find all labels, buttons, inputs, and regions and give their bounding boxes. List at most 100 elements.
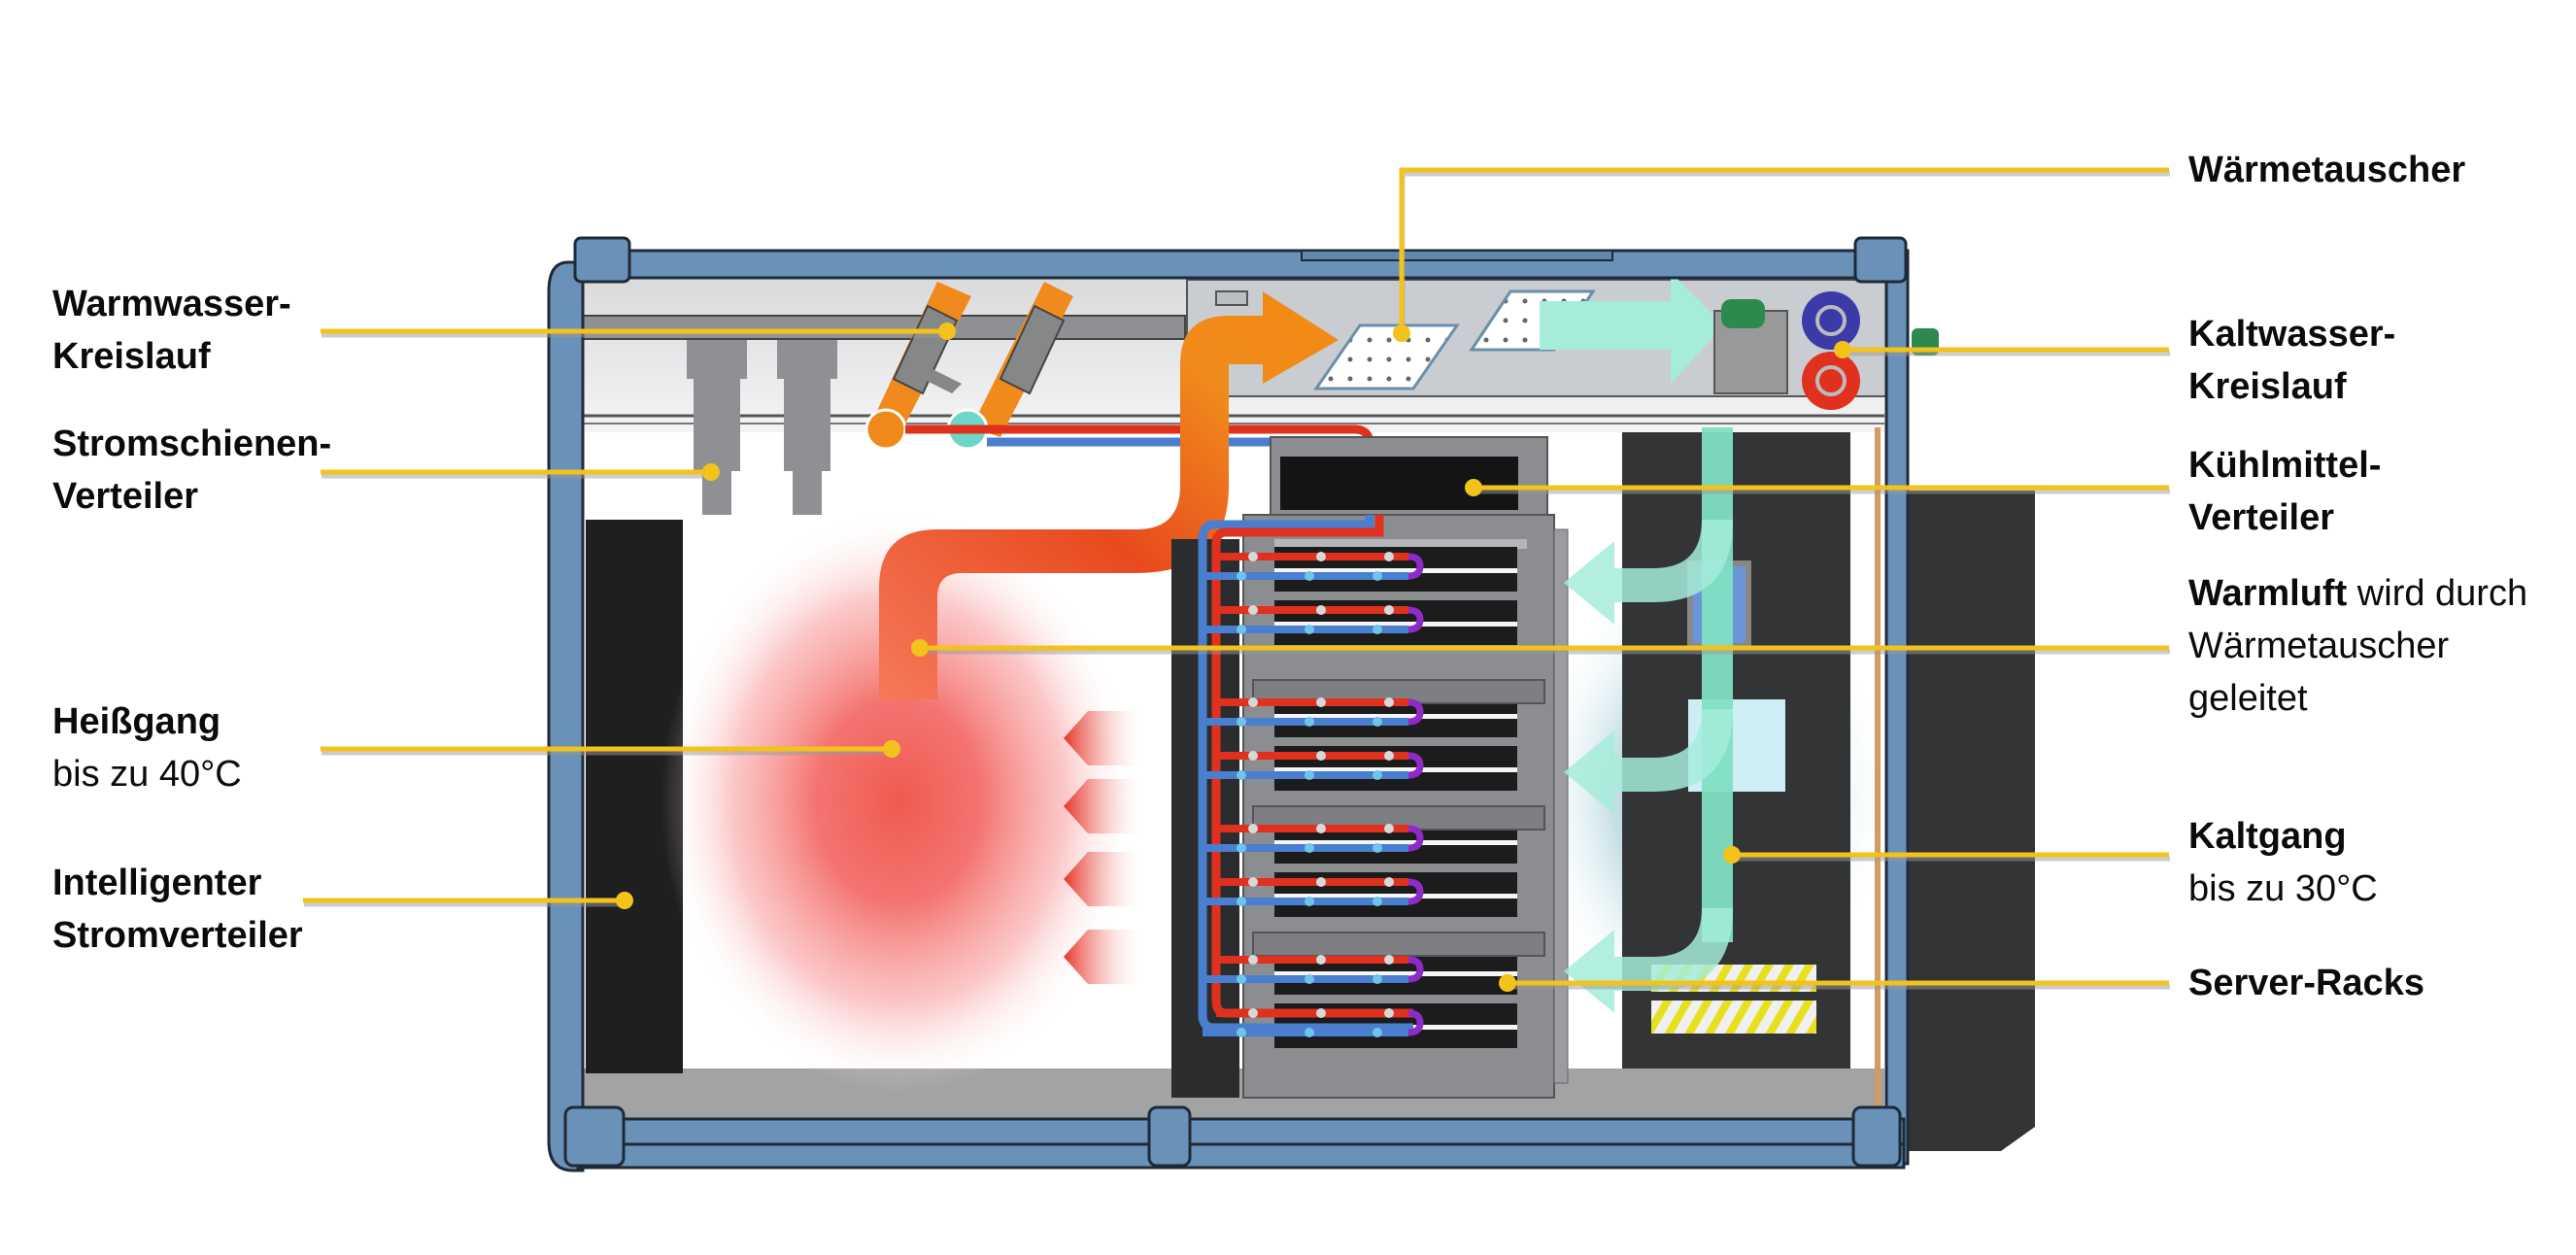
pipe-fitting [1316, 605, 1326, 615]
callout-dot [938, 322, 956, 340]
container-frame-top [576, 249, 1906, 280]
server-connector [1407, 878, 1424, 905]
callout-dot [1499, 974, 1516, 992]
pipe-fitting [1384, 955, 1394, 965]
server-connector [1407, 698, 1424, 726]
floor-vent-bottom [1651, 1001, 1816, 1034]
server-connector [1407, 553, 1424, 580]
callout-lines [303, 167, 2170, 992]
pipe-fitting [1384, 824, 1394, 833]
exterior-panel [1909, 491, 2035, 1151]
callout-serverracks [1499, 974, 2170, 992]
callout-warmluft [911, 639, 2170, 657]
callout-kaltgang [1723, 846, 2170, 864]
rack-cooling-pipes [1198, 515, 1424, 1037]
callout-dot [702, 463, 720, 481]
hot-air-arrows [1064, 711, 1146, 984]
pipe-fitting [1248, 877, 1258, 887]
pipe-fitting [1373, 974, 1382, 984]
callout-warmwasser [321, 322, 956, 340]
callout-waermetauscher [1393, 167, 2170, 342]
hot-air-arrow [1064, 779, 1146, 833]
hot-air-arrow [1064, 711, 1146, 765]
server-connector [1407, 1009, 1424, 1036]
pipe-fitting [1248, 552, 1258, 561]
pipe-fitting [1384, 552, 1394, 561]
pipe-fitting [1316, 552, 1326, 561]
cool-air-arrow-top [1540, 272, 1724, 384]
pipe-fitting [1237, 897, 1246, 906]
callout-stromschienen [321, 463, 720, 481]
ahu-vent [1215, 290, 1248, 306]
pipe-fitting [1237, 717, 1246, 727]
label-bold: Warmluft [2188, 573, 2348, 614]
callout-kaltwasser [1834, 341, 2170, 358]
pipe-fitting [1305, 843, 1314, 853]
cold-water-valves [1713, 291, 1939, 410]
pipe-fitting [1248, 605, 1258, 615]
pipe-fitting [1248, 697, 1258, 707]
label-title: Kaltgang [2188, 816, 2347, 857]
label-waermetauscher: Wärmetauscher [2188, 144, 2465, 196]
label-stromschienen-verteiler: Stromschienen- Verteiler [52, 418, 331, 523]
pipe-fitting [1373, 770, 1382, 780]
warm-water-port [864, 408, 907, 451]
callout-dot [883, 740, 900, 758]
pipe-fitting [1305, 897, 1314, 906]
label-kuehlmittel-verteiler: Kühlmittel- Verteiler [2188, 439, 2381, 544]
pipe-fitting [1305, 770, 1314, 780]
pipe-fitting [1248, 1008, 1258, 1018]
pipe-fitting [1384, 1008, 1394, 1018]
label-heissgang: Heißgang bis zu 40°C [52, 695, 242, 800]
label-text: Kaltwasser- [2188, 314, 2396, 355]
pipe-fitting [1316, 955, 1326, 965]
pipe-fitting [1237, 625, 1246, 634]
server-stripe [1274, 622, 1517, 627]
label-text: Verteiler [52, 476, 198, 517]
pipe-fitting [1384, 697, 1394, 707]
server-connector [1407, 606, 1424, 633]
hot-air-arrow [1064, 852, 1146, 906]
pipe-fitting [1373, 897, 1382, 906]
server-stripe [1274, 767, 1517, 772]
server-connector [1407, 825, 1424, 852]
pipe-fitting [1373, 571, 1382, 581]
pipe-fitting [1316, 751, 1326, 761]
corner-castings [563, 236, 1908, 1168]
server-stripe [1274, 894, 1517, 899]
callout-dot [911, 639, 929, 657]
server-stripe [1274, 971, 1517, 976]
pipe-fitting [1305, 625, 1314, 634]
label-text: Stromverteiler [52, 915, 303, 956]
label-title: Heißgang [52, 701, 221, 742]
pipe-fitting [1316, 824, 1326, 833]
pipe-fitting [1384, 751, 1394, 761]
label-text: Stromschienen- [52, 424, 332, 464]
container-frame-right [1884, 249, 1910, 1166]
warm-water-valves [864, 282, 1073, 451]
pipe-fitting [1237, 843, 1246, 853]
container [547, 236, 2035, 1172]
callout-kuehlmittel [1465, 479, 2170, 496]
callout-line [1399, 167, 2169, 333]
label-text: Kreislauf [52, 336, 211, 377]
label-line-3: geleitet [2188, 678, 2308, 719]
pipe-fitting [1305, 571, 1314, 581]
server-connector [1407, 956, 1424, 983]
pipe-fitting [1248, 824, 1258, 833]
callout-dot [1393, 324, 1410, 342]
callout-dot [1465, 479, 1482, 496]
coolant-distributor-screen [1280, 457, 1518, 510]
pipe-fitting [1248, 955, 1258, 965]
pipe-fitting [1305, 1028, 1314, 1037]
hot-air-duct [879, 291, 1339, 699]
label-line-2: Wärmetauscher [2188, 626, 2450, 666]
label-warmluft: Warmluft wird durch Wärmetauscher geleit… [2188, 567, 2527, 725]
pipe-fitting [1316, 877, 1326, 887]
pipe-fitting [1316, 697, 1326, 707]
label-kaltwasser-kreislauf: Kaltwasser- Kreislauf [2188, 308, 2395, 413]
pipe-fitting [1237, 770, 1246, 780]
label-intelligenter-stromverteiler: Intelligenter Stromverteiler [52, 857, 303, 962]
hot-air-arrow [1064, 930, 1146, 984]
